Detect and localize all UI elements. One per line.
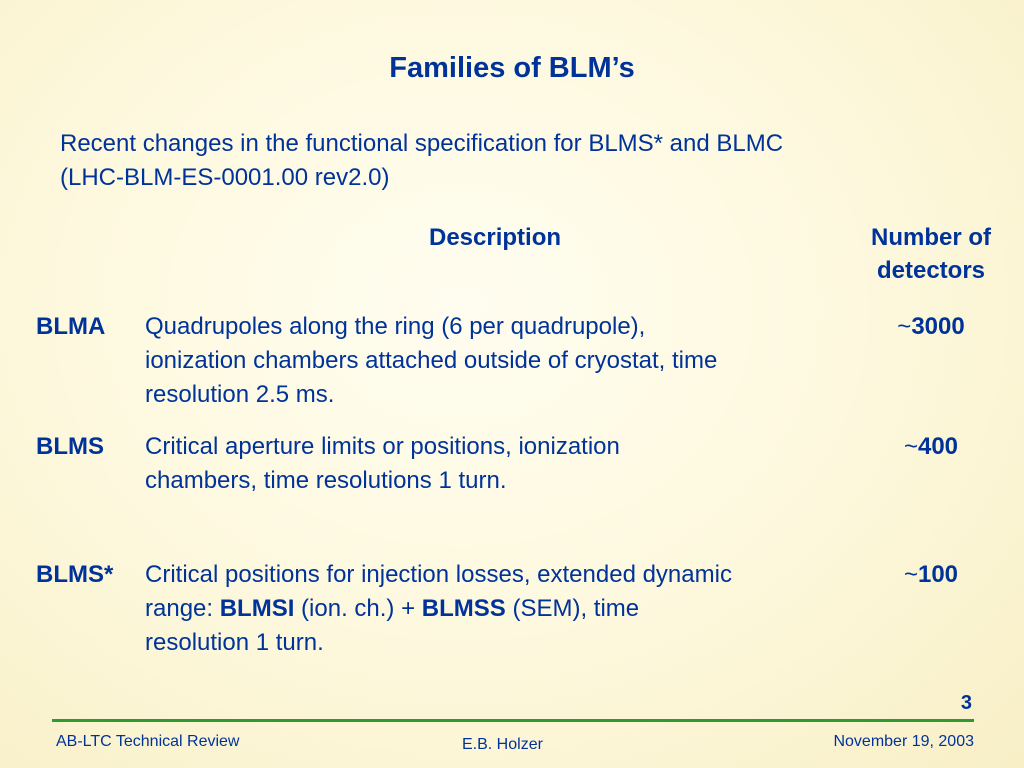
- intro-text: Recent changes in the functional specifi…: [60, 127, 980, 195]
- row-description: Critical aperture limits or positions, i…: [145, 430, 845, 498]
- row-description: Critical positions for injection losses,…: [145, 558, 845, 660]
- row-desc-line: Critical positions for injection losses,…: [145, 561, 732, 588]
- desc-text: (ion. ch.) +: [294, 595, 422, 622]
- intro-line-1: Recent changes in the functional specifi…: [60, 130, 784, 157]
- row-name: BLMA: [36, 313, 106, 340]
- slide-title: Families of BLM’s: [389, 52, 635, 84]
- intro-line-2: (LHC-BLM-ES-0001.00 rev2.0): [60, 164, 390, 191]
- row-desc-line: Quadrupoles along the ring (6 per quadru…: [145, 313, 646, 340]
- row-desc-line: ionization chambers attached outside of …: [145, 347, 718, 374]
- count-value: 3000: [911, 313, 965, 340]
- row-name: BLMS*: [36, 561, 114, 588]
- header-description: Description: [428, 224, 562, 251]
- row-desc-line: chambers, time resolutions 1 turn.: [145, 467, 507, 494]
- row-name: BLMS: [36, 433, 104, 460]
- approx-symbol: ~: [897, 313, 912, 340]
- header-number-line-1: Number of: [871, 224, 991, 251]
- row-detector-count: ~3000: [846, 310, 1016, 344]
- count-value: 400: [917, 433, 959, 460]
- row-desc-line: resolution 1 turn.: [145, 629, 324, 656]
- footer-event: AB-LTC Technical Review: [56, 733, 240, 750]
- desc-bold-blmss: BLMSS: [421, 595, 506, 622]
- row-desc-line: resolution 2.5 ms.: [145, 381, 335, 408]
- row-desc-line: range: BLMSI (ion. ch.) + BLMSS (SEM), t…: [145, 592, 845, 626]
- header-number-of-detectors: Number of detectors: [846, 221, 1016, 287]
- approx-symbol: ~: [903, 433, 918, 460]
- page-number: 3: [960, 692, 972, 714]
- row-detector-count: ~100: [846, 558, 1016, 592]
- desc-text: range:: [145, 595, 220, 622]
- approx-symbol: ~: [903, 561, 918, 588]
- header-number-line-2: detectors: [876, 257, 986, 284]
- desc-text: (SEM), time: [505, 595, 640, 622]
- count-value: 100: [917, 561, 959, 588]
- footer-date: November 19, 2003: [833, 733, 974, 750]
- row-detector-count: ~400: [846, 430, 1016, 464]
- footer-author: E.B. Holzer: [462, 736, 543, 753]
- footer-divider: [52, 719, 974, 722]
- row-description: Quadrupoles along the ring (6 per quadru…: [145, 310, 845, 412]
- row-desc-line: Critical aperture limits or positions, i…: [145, 433, 620, 460]
- desc-bold-blmsi: BLMSI: [219, 595, 295, 622]
